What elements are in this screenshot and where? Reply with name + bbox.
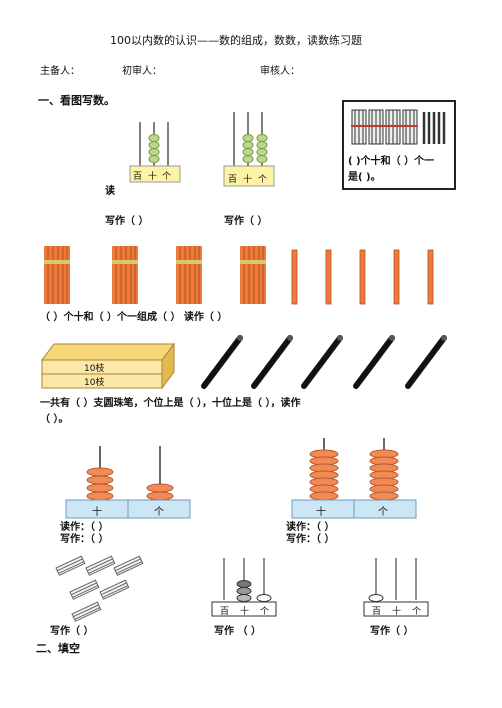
right-tens-label: 十 [316, 507, 326, 518]
write-label-2: 写作（ ） [224, 216, 268, 227]
abacus-1-ones: 个 [162, 172, 172, 182]
abacus-3-ones: 个 [260, 607, 270, 617]
page-title: 100以内数的认识——数的组成，数数，读数练习题 [110, 34, 362, 47]
right-write-label: 写作：（ ） [286, 534, 335, 545]
pens-question-line1: 一共有（ ）支圆珠笔，个位上是（ ），十位上是（ ），读作 [40, 398, 301, 409]
left-write-label: 写作：（ ） [60, 534, 109, 545]
write-label-1: 写作（ ） [105, 216, 149, 227]
abacus-3-tens: 十 [240, 607, 250, 617]
bundle-row-question: （ ）个十和（ ）个一组成（ ） 读作（ ） [40, 312, 228, 323]
right-ones-label: 个 [378, 507, 388, 518]
sticks-caption-line1: ( )个十和（ ）个一 [348, 156, 435, 167]
bead-counter-right [291, 438, 417, 519]
sticks-caption-line2: 是( )。 [348, 172, 381, 183]
left-ones-label: 个 [154, 507, 164, 518]
abacus-4-hundreds: 百 [372, 607, 382, 617]
single-sticks-icon [291, 249, 434, 305]
abacus-3-hundreds: 百 [220, 607, 230, 617]
preparer-label: 主备人： [40, 66, 80, 77]
box-label-top: 10枝 [84, 364, 105, 374]
pens-row [201, 335, 447, 389]
pen-box-icon [41, 342, 175, 390]
bottom-write-label-3: 写作（ ） [370, 626, 414, 637]
stick-bundle-icon [240, 246, 266, 304]
pens-question-line2: （ ）。 [40, 414, 69, 425]
abacus-2-ones: 个 [258, 175, 268, 185]
abacus-green-1 [129, 122, 181, 183]
abacus-grey-middle [211, 558, 277, 617]
abacus-1-hundreds: 百 [133, 172, 143, 182]
abacus-2-hundreds: 百 [228, 175, 238, 185]
abacus-1-tens: 十 [148, 172, 158, 182]
right-read-label: 读作：（ ） [286, 522, 335, 533]
reviewer-label: 审核人： [260, 66, 300, 77]
abacus-2-tens: 十 [243, 175, 253, 185]
read-label: 读 [105, 186, 115, 197]
pen-icon [353, 335, 395, 389]
stick-bundle-icon [112, 246, 138, 304]
stick-bundle-icon [176, 246, 202, 304]
box-label-bottom: 10枝 [84, 378, 105, 388]
left-read-label: 读作：（ ） [60, 522, 109, 533]
abacus-grey-right [363, 558, 429, 617]
pen-icon [251, 335, 293, 389]
abacus-4-ones: 个 [412, 607, 422, 617]
section-1-heading: 一、看图写数。 [38, 94, 115, 107]
pen-icon [301, 335, 343, 389]
bead-counter-left [65, 446, 191, 519]
sticks-picture-box: ( )个十和（ ）个一 是( )。 [342, 100, 456, 190]
stick-bundles-icon [351, 109, 446, 145]
stick-bundle-icon [44, 246, 70, 304]
abacus-green-2 [223, 112, 275, 187]
pen-icon [201, 335, 243, 389]
first-reviewer-label: 初审人： [122, 66, 162, 77]
left-tens-label: 十 [92, 507, 102, 518]
orange-sticks-row [44, 246, 434, 305]
bottom-write-label-1: 写作（ ） [50, 626, 94, 637]
pen-icon [405, 335, 447, 389]
grey-stick-bundles [55, 555, 144, 622]
section-2-heading: 二、填空 [36, 642, 80, 655]
abacus-4-tens: 十 [392, 607, 402, 617]
bottom-write-label-2: 写作 （ ） [214, 626, 261, 637]
